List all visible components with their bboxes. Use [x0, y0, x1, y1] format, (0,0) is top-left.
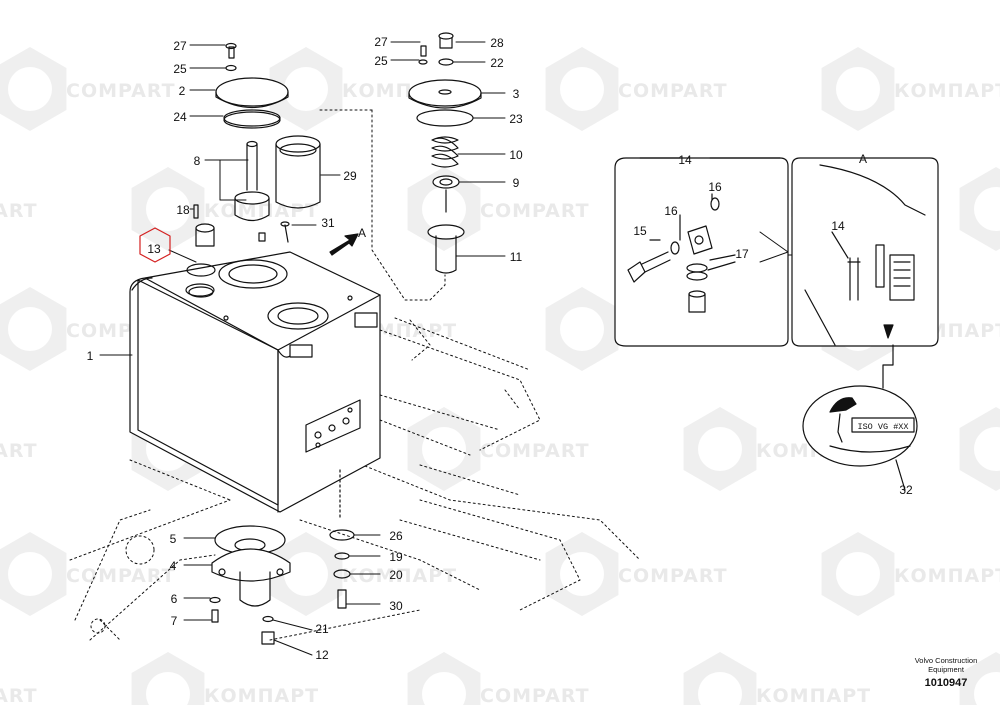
watermark-gear-hole	[698, 672, 742, 705]
callout-c22[interactable]: 22	[490, 56, 504, 70]
watermark-text: COMPART	[0, 685, 38, 705]
watermark-gear-hole	[698, 427, 742, 471]
watermark-gear-hole	[284, 552, 328, 596]
watermark-text: COMPART	[66, 80, 176, 102]
callout-c24[interactable]: 24	[173, 110, 187, 124]
callout-c10[interactable]: 10	[509, 148, 523, 162]
callout-c18[interactable]: 18	[176, 203, 190, 217]
callout-c15[interactable]: 15	[633, 224, 647, 238]
watermark-gear-hole	[836, 552, 880, 596]
watermark-gear-hole	[974, 187, 1000, 231]
oil-type-decal	[802, 385, 918, 491]
callout-c7[interactable]: 7	[171, 614, 178, 628]
callout-c27a[interactable]: 27	[173, 39, 187, 53]
callout-c21[interactable]: 21	[315, 622, 329, 636]
watermark-text: КОМПАРТ	[204, 200, 319, 222]
watermark-text: КОМПАРТ	[894, 565, 1000, 587]
company-name: Volvo Construction Equipment	[914, 656, 978, 674]
callout-c25a[interactable]: 25	[173, 62, 187, 76]
callout-c31[interactable]: 31	[321, 216, 335, 230]
watermark-gear-hole	[8, 67, 52, 111]
watermark-gear-hole	[974, 427, 1000, 471]
decal-text: ISO VG #XX	[857, 422, 908, 432]
callout-c16b[interactable]: 16	[664, 204, 678, 218]
callout-c20[interactable]: 20	[389, 568, 403, 582]
watermark-text: COMPART	[480, 440, 590, 462]
highlighted-part-13-hexagon[interactable]	[139, 227, 171, 263]
callout-c12[interactable]: 12	[315, 648, 329, 662]
drawing-number: 1010947	[924, 677, 968, 689]
callout-c29[interactable]: 29	[343, 169, 357, 183]
leader-lines	[99, 41, 506, 656]
watermark-text: COMPART	[618, 565, 728, 587]
callout-c30[interactable]: 30	[389, 599, 403, 613]
callout-c25b[interactable]: 25	[374, 54, 388, 68]
watermark-gear-hole	[422, 187, 466, 231]
callout-c4[interactable]: 4	[170, 559, 177, 573]
callout-cA_view[interactable]: A	[859, 152, 867, 166]
watermark-layer: КОМПАРТ COMPART КОМПАРТ COMPART КОМПАРТ COMPA…	[0, 47, 1000, 705]
callout-c6[interactable]: 6	[171, 592, 178, 606]
watermark-text: КОМПАРТ	[204, 685, 319, 705]
right-cover-assembly	[329, 32, 482, 274]
watermark-text: КОМПАРТ	[756, 685, 871, 705]
hydraulic-tank	[129, 251, 381, 513]
watermark-gear-hole	[284, 67, 328, 111]
callout-c28[interactable]: 28	[490, 36, 504, 50]
watermark-text: COMPART	[480, 200, 590, 222]
machine-frame-outline	[69, 109, 641, 641]
watermark-text: COMPART	[0, 200, 38, 222]
bottom-pump-assembly	[209, 469, 355, 645]
callout-c5[interactable]: 5	[170, 532, 177, 546]
callout-c26[interactable]: 26	[389, 529, 403, 543]
callout-c9[interactable]: 9	[513, 176, 520, 190]
callout-c13[interactable]: 13	[147, 242, 161, 256]
callout-c14_box[interactable]: 14	[678, 153, 692, 167]
watermark-gear-hole	[560, 552, 604, 596]
watermark-gear-hole	[560, 67, 604, 111]
left-cover-assembly	[186, 42, 321, 298]
callout-c23[interactable]: 23	[509, 112, 523, 126]
watermark-text: COMPART	[480, 685, 590, 705]
callout-c27b[interactable]: 27	[374, 35, 388, 49]
watermark-text: COMPART	[66, 565, 176, 587]
drawing-credit: Volvo Construction Equipment 1010947	[906, 656, 986, 689]
watermark-gear-hole	[422, 427, 466, 471]
detail-view-a	[791, 157, 939, 347]
watermark-gear-hole	[8, 552, 52, 596]
callout-c1[interactable]: 1	[87, 349, 94, 363]
watermark-text: COMPART	[0, 440, 38, 462]
watermark-gear-hole	[836, 67, 880, 111]
callout-cA_arrow[interactable]: A	[358, 226, 366, 240]
callout-c17[interactable]: 17	[735, 247, 749, 261]
callout-c16a[interactable]: 16	[708, 180, 722, 194]
callout-c3[interactable]: 3	[513, 87, 520, 101]
callout-c11[interactable]: 11	[510, 250, 523, 264]
callout-c32[interactable]: 32	[899, 483, 913, 497]
watermark-gear-hole	[560, 307, 604, 351]
watermark-gear-hole	[422, 672, 466, 705]
watermark-gear-hole	[146, 187, 190, 231]
watermark-gear-hole	[8, 307, 52, 351]
watermark-text: COMPART	[618, 80, 728, 102]
watermark-gear-hole	[974, 672, 1000, 705]
watermark-gear-hole	[146, 672, 190, 705]
watermark-text: КОМПАРТ	[342, 565, 457, 587]
callout-c19[interactable]: 19	[389, 550, 403, 564]
watermark-text: КОМПАРТ	[894, 80, 1000, 102]
callout-c2[interactable]: 2	[179, 84, 186, 98]
callout-c14_view[interactable]: 14	[831, 219, 845, 233]
callout-c8[interactable]: 8	[194, 154, 201, 168]
detail-view-14	[614, 157, 789, 347]
